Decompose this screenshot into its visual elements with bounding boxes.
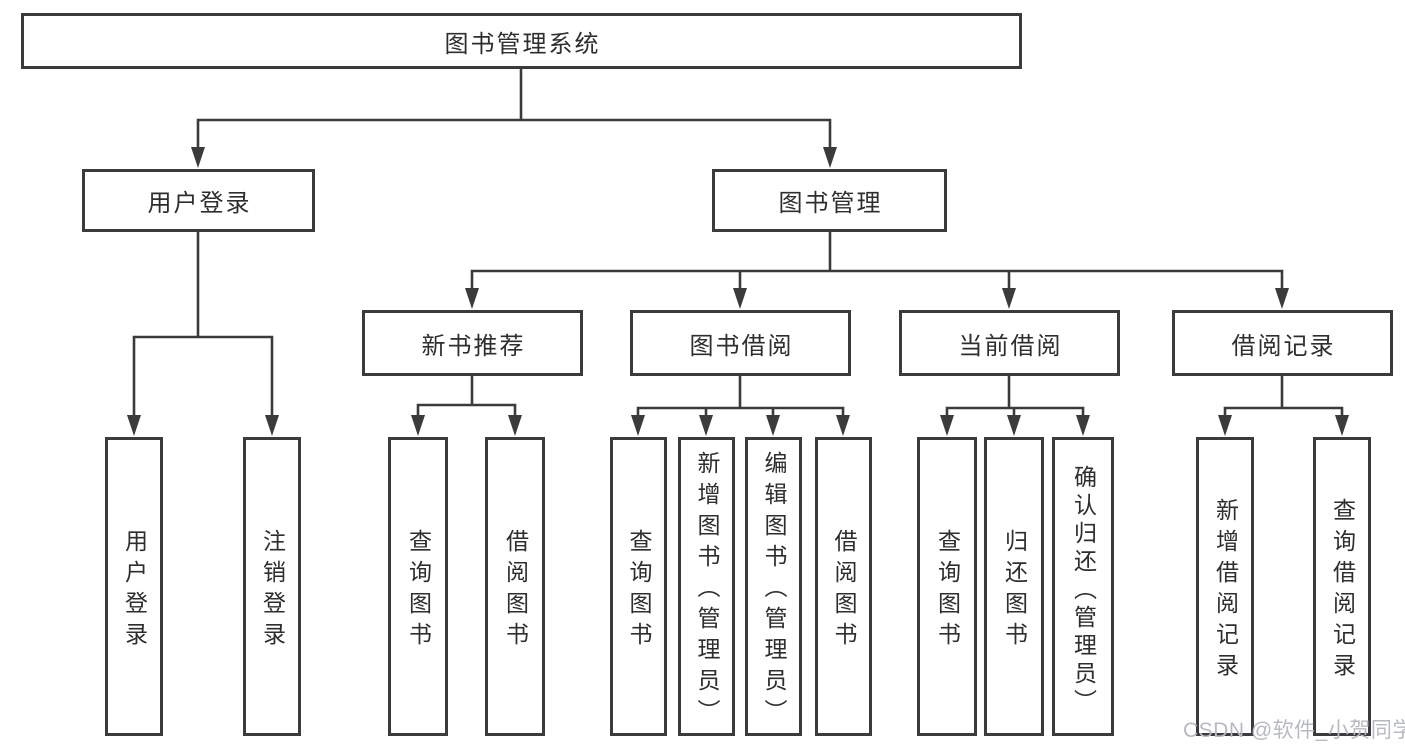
arrow-down-icon xyxy=(465,288,479,309)
leaf-return-books-label: 归还图书 xyxy=(1001,528,1028,653)
leaf-borrow-books-borrow: 借阅图书 xyxy=(815,437,872,736)
watermark: CSDN @软件_小贺同学 xyxy=(1183,719,1405,742)
leaf-query-books-current-label: 查询图书 xyxy=(934,528,961,653)
arrow-down-icon xyxy=(127,415,141,436)
leaf-user-login: 用户登录 xyxy=(105,437,163,736)
arrow-down-icon xyxy=(1076,415,1090,436)
leaf-borrow-books-newbook-label: 借阅图书 xyxy=(502,528,529,653)
arrow-down-icon xyxy=(733,288,747,309)
arrow-down-icon xyxy=(631,415,645,436)
arrow-down-icon xyxy=(411,415,425,436)
leaf-query-books-current: 查询图书 xyxy=(917,437,977,736)
leaf-return-books: 归还图书 xyxy=(984,437,1044,736)
node-user-login: 用户登录 xyxy=(82,169,315,232)
node-book-management: 图书管理 xyxy=(712,169,947,232)
tree-edges xyxy=(132,67,1344,420)
leaf-query-books-newbook: 查询图书 xyxy=(388,437,448,736)
leaf-edit-book-admin-label: 编辑图书（管理员） xyxy=(761,451,787,730)
arrow-down-icon xyxy=(1218,415,1232,436)
leaf-query-borrow-record: 查询借阅记录 xyxy=(1313,437,1371,736)
node-book-management-label: 图书管理 xyxy=(778,190,883,217)
arrow-down-icon xyxy=(508,415,522,436)
node-borrowing-records: 借阅记录 xyxy=(1172,310,1393,376)
arrow-down-icon xyxy=(940,415,954,436)
arrow-down-icon xyxy=(1335,415,1349,436)
leaf-logout-label: 注销登录 xyxy=(259,528,286,653)
leaf-borrow-books-borrow-label: 借阅图书 xyxy=(831,528,857,653)
leaf-borrow-books-newbook: 借阅图书 xyxy=(485,437,545,736)
leaf-confirm-return-admin-label: 确认归还（管理员） xyxy=(1070,464,1097,717)
node-new-book-label: 新书推荐 xyxy=(421,332,526,360)
leaf-query-books-newbook-label: 查询图书 xyxy=(405,528,432,653)
leaf-add-book-admin: 新增图书（管理员） xyxy=(678,437,735,736)
arrowheads xyxy=(127,147,1349,436)
node-current-borrow-label: 当前借阅 xyxy=(958,332,1063,360)
arrow-down-icon xyxy=(823,147,837,168)
leaf-logout: 注销登录 xyxy=(243,437,301,736)
node-current-borrowing: 当前借阅 xyxy=(899,310,1120,376)
leaf-query-borrow-record-label: 查询借阅记录 xyxy=(1329,497,1356,684)
leaf-query-books-borrow: 查询图书 xyxy=(610,437,667,736)
arrow-down-icon xyxy=(1275,288,1289,309)
arrow-down-icon xyxy=(836,415,850,436)
leaf-add-book-admin-label: 新增图书（管理员） xyxy=(694,451,720,730)
leaf-edit-book-admin: 编辑图书（管理员） xyxy=(745,437,802,736)
arrow-down-icon xyxy=(265,415,279,436)
leaf-confirm-return-admin: 确认归还（管理员） xyxy=(1052,437,1114,736)
node-book-borrow-label: 图书借阅 xyxy=(689,332,794,360)
leaf-add-borrow-record-label: 新增借阅记录 xyxy=(1212,497,1239,684)
arrow-down-icon xyxy=(191,147,205,168)
leaf-query-books-borrow-label: 查询图书 xyxy=(626,528,652,653)
node-root: 图书管理系统 xyxy=(21,13,1022,69)
node-root-label: 图书管理系统 xyxy=(444,30,601,58)
arrow-down-icon xyxy=(766,415,780,436)
leaf-user-login-label: 用户登录 xyxy=(121,528,148,653)
node-new-book-recommendation: 新书推荐 xyxy=(362,310,583,376)
arrow-down-icon xyxy=(699,415,713,436)
node-book-borrowing: 图书借阅 xyxy=(630,310,851,376)
arrow-down-icon xyxy=(1007,415,1021,436)
arrow-down-icon xyxy=(1002,288,1016,309)
node-borrow-records-label: 借阅记录 xyxy=(1231,332,1336,360)
node-user-login-label: 用户登录 xyxy=(147,190,252,217)
leaf-add-borrow-record: 新增借阅记录 xyxy=(1196,437,1254,736)
